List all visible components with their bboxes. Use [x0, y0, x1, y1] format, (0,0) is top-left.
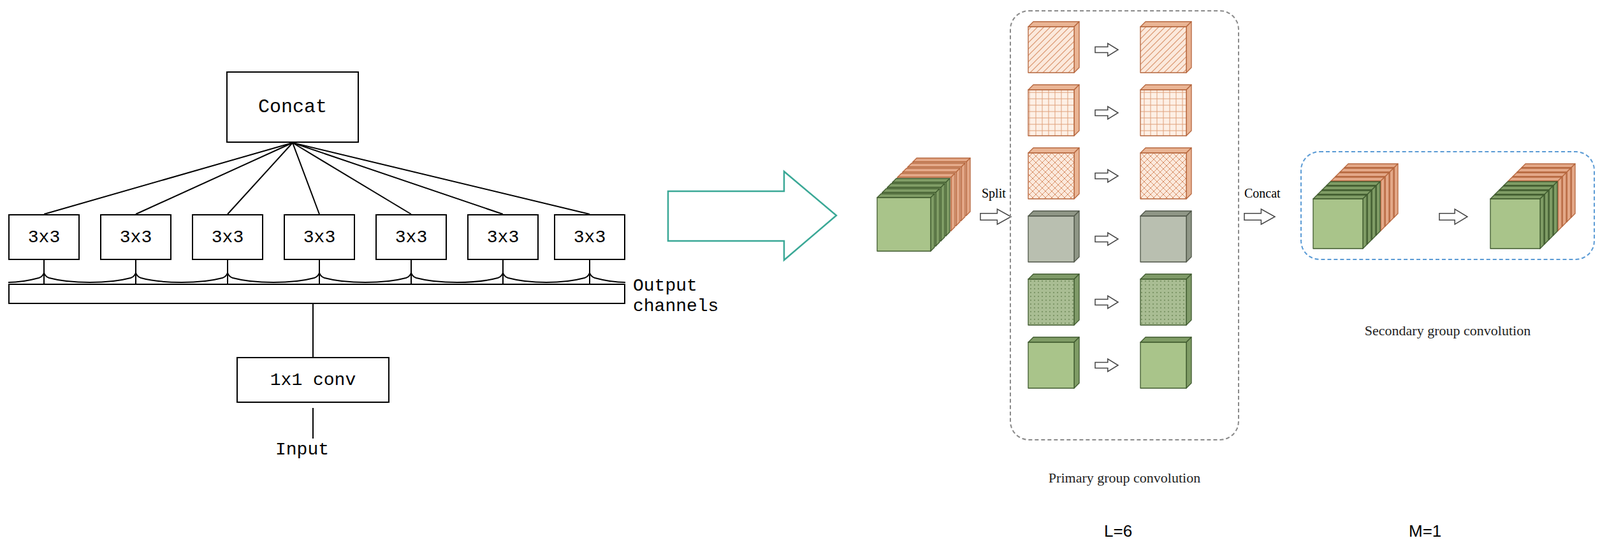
node-text: 3x3 — [211, 227, 244, 248]
conv3x3-box: 3x3 — [467, 214, 539, 261]
connector-line — [135, 142, 293, 215]
node-text: 3x3 — [487, 227, 519, 248]
concat-label: Concat — [1244, 186, 1281, 201]
conv3x3-box: 3x3 — [8, 214, 80, 261]
connector-line — [410, 260, 412, 284]
conv3x3-box: 3x3 — [283, 214, 356, 261]
secondary-group-region: Secondary group convolution — [1300, 151, 1595, 261]
conv3x3-box: 3x3 — [191, 214, 264, 261]
conv3x3-box: 3x3 — [375, 214, 447, 261]
connector-line — [226, 260, 229, 284]
connector-line — [292, 142, 590, 215]
node-text: 3x3 — [395, 227, 428, 248]
input-line — [312, 407, 314, 439]
connector-line — [43, 260, 45, 284]
output-channels-band: Output channels — [8, 283, 626, 305]
node-text: 3x3 — [119, 227, 152, 248]
split-label: Split — [981, 186, 1006, 201]
node-text: Secondary group convolution — [1263, 322, 1600, 340]
connector-line — [589, 260, 591, 284]
connector-line — [292, 142, 503, 215]
connector-line — [312, 304, 314, 357]
conv1x1-box: 1x1 conv — [236, 356, 390, 403]
channel-brace — [8, 272, 626, 283]
connector-line — [292, 142, 412, 215]
connector-line — [318, 260, 320, 284]
connector-line — [292, 142, 320, 215]
node-text: 3x3 — [28, 227, 60, 248]
conv3x3-box: 3x3 — [100, 214, 172, 261]
connector-line — [227, 142, 293, 215]
primary-group-region: Primary group convolution — [1009, 10, 1240, 441]
connector-line — [135, 260, 137, 284]
node-text: 3x3 — [303, 227, 336, 248]
node-text: 1x1 conv — [270, 370, 356, 391]
node-text: Output channels — [632, 276, 735, 317]
connector-line — [502, 260, 504, 284]
concat-box: Concat — [226, 71, 359, 143]
group-count-label: M=1 — [1408, 521, 1442, 542]
node-text: 3x3 — [573, 227, 606, 248]
connector-line — [43, 142, 293, 215]
transform-arrow — [668, 171, 837, 261]
input-label: Input — [275, 439, 329, 460]
node-text: Primary group convolution — [972, 469, 1277, 487]
conv3x3-box: 3x3 — [553, 214, 626, 261]
node-text: Concat — [258, 96, 328, 118]
group-count-label: L=6 — [1104, 521, 1133, 542]
